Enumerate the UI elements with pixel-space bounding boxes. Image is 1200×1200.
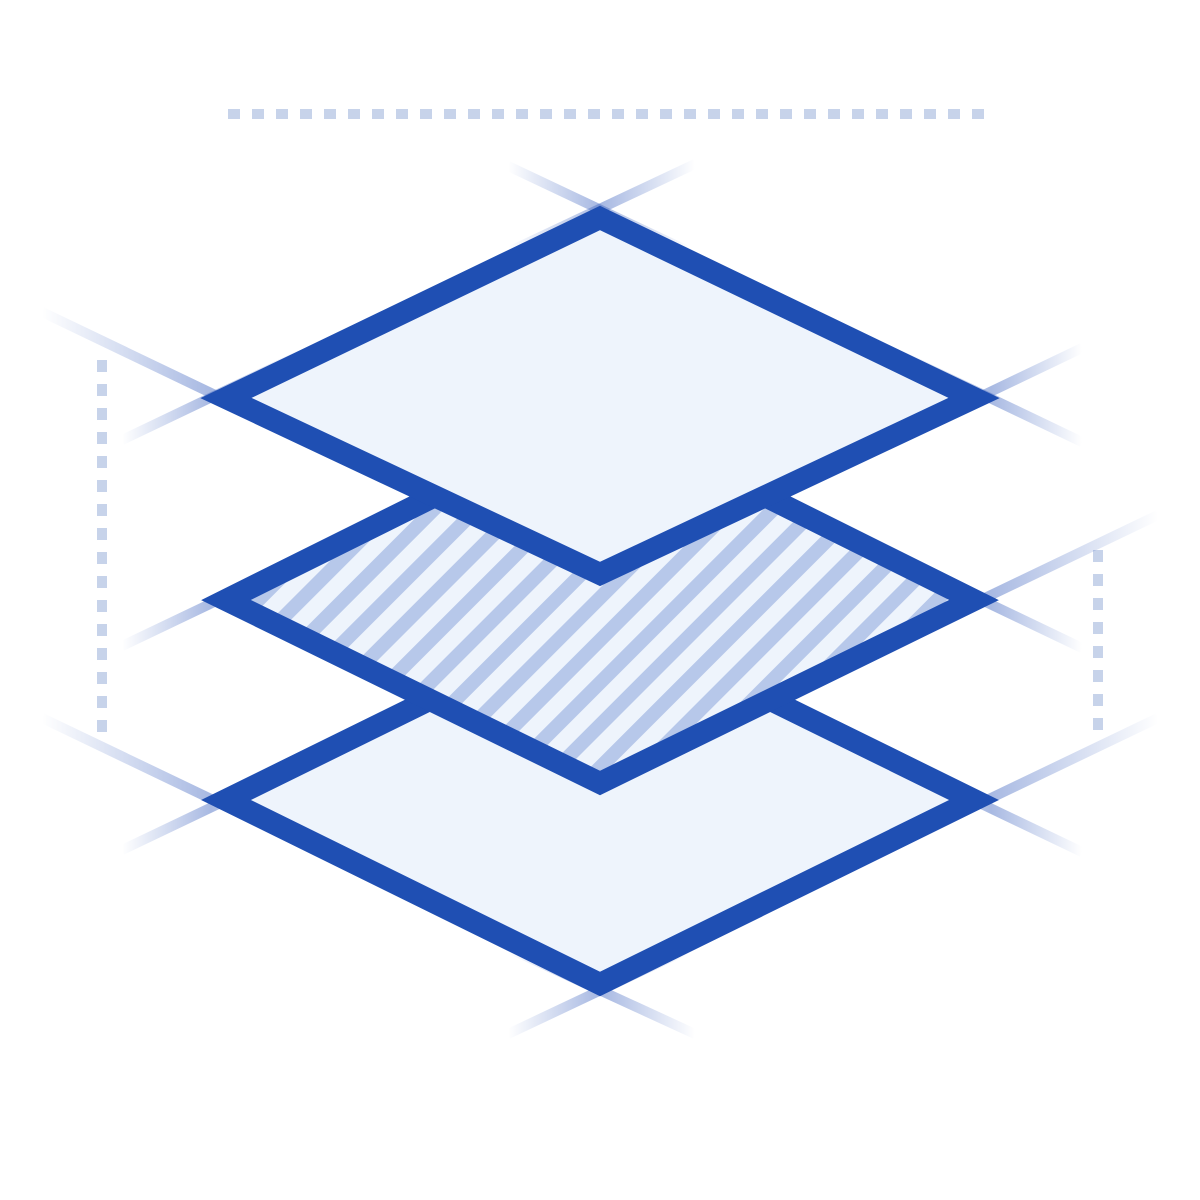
layer-top [200,205,1000,587]
layer-middle-hatched [201,401,999,796]
layer-bottom [201,603,999,997]
layer-stack [200,205,1000,997]
